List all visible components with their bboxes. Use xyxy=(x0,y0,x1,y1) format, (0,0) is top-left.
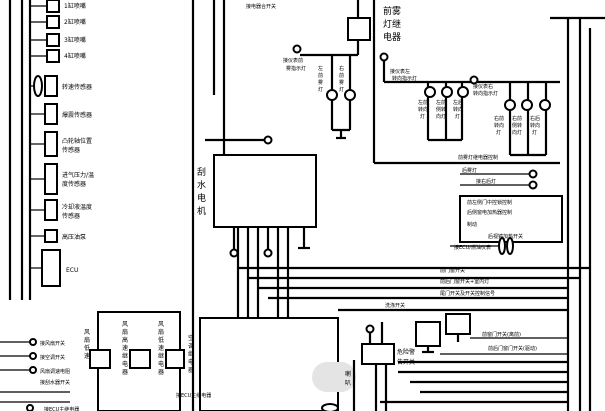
right-connectors: 后雾灯 接右后灯 前左侧门中控锁控制 后侧窗电加热器控制 制动 后视镜加热开关 … xyxy=(450,167,563,255)
wash-switch: 洗涤开关 xyxy=(385,302,405,309)
fan-relay-1-box xyxy=(89,349,111,369)
fan-relay-2-label: 风扇高速继电器 xyxy=(122,321,128,376)
intake-sensor-box xyxy=(44,163,58,195)
lt-rear-turn: 左后转向灯 xyxy=(453,99,463,120)
lt-front-turn: 左前转向灯 xyxy=(418,99,428,120)
injector4-label: 4缸喷嘴 xyxy=(64,52,86,60)
ac-switch-label: 接空调开关 xyxy=(40,354,65,361)
speed-sensor-coil xyxy=(33,75,43,97)
fan-relay-2-box xyxy=(129,349,151,369)
bottom-line-label: 接ECU主继电器 xyxy=(44,406,79,411)
turn-ind-right-1: 接仪表右 xyxy=(473,83,493,90)
coolant-sensor-box xyxy=(44,199,58,221)
highlight-blob xyxy=(312,362,356,392)
door-switch-3: 尾门开关及开关控制信号 xyxy=(440,290,495,297)
hazard-switch-box xyxy=(361,343,395,365)
rt-front-turn: 右前转向灯 xyxy=(494,115,504,136)
window-switch-group: 前窗门开关(离前) 前后门窗门开关(驱动) xyxy=(380,313,568,404)
rear-fog-ctrl: 后视镜加热开关 xyxy=(488,233,523,240)
wiper-motor-group: 刮水电机 xyxy=(197,105,317,258)
cam-sensor-label-1: 凸轮轴位置 xyxy=(62,137,92,145)
hazard-group: 危险警 告开关 喇叭 xyxy=(312,322,415,411)
fog-relay-ctrl: 前雾灯继电器控制 xyxy=(458,154,498,161)
injector1-box xyxy=(46,0,60,13)
intake-sensor-label-1: 进气压力/温 xyxy=(62,171,94,179)
door-switch-1: 前门窗开关 xyxy=(440,267,465,274)
injector2-box xyxy=(46,15,60,29)
fog-right-label: 右前雾灯 xyxy=(339,65,344,93)
front-fog-relay-box xyxy=(347,17,371,41)
speed-sensor-label: 转速传感器 xyxy=(62,83,92,91)
ecu-fuel: 接ECU/燃油仪表 xyxy=(454,244,491,251)
horn-label: 喇叭 xyxy=(345,370,351,387)
rear-fog-right: 接右后灯 xyxy=(476,178,496,185)
turn-ind-right-2: 转向指示灯 xyxy=(473,90,498,97)
window-switch-box-1 xyxy=(415,321,441,347)
fan-resistor-label: 风扇调速电阻 xyxy=(40,368,70,375)
injector3-box xyxy=(46,33,60,47)
window-switch-box-2 xyxy=(445,313,471,335)
left-sensor-column: 1缸喷嘴 2缸喷嘴 3缸喷嘴 4缸喷嘴 转速传感器 爆震传感器 凸轮轴位置 传感… xyxy=(8,0,94,300)
rear-fog-lamp: 后雾灯 xyxy=(462,167,477,174)
front-left-ctrl: 前左侧门中控锁控制 xyxy=(467,199,512,206)
cam-sensor-label-2: 传感器 xyxy=(62,146,80,154)
turn-ind-left-2: 转向指示灯 xyxy=(392,75,417,82)
injector1-label: 1缸喷嘴 xyxy=(64,2,86,10)
wiper-motor-label: 刮水电机 xyxy=(197,166,206,217)
pump-label: 高压油泵 xyxy=(62,233,86,241)
knock-sensor-label: 爆震传感器 xyxy=(62,111,92,119)
fog-left-label: 左前雾灯 xyxy=(318,65,323,93)
rt-side-turn: 右前侧转向灯 xyxy=(512,115,522,136)
coolant-sensor-label-2: 传感器 xyxy=(62,212,80,220)
ecu-main-relay-label: 接ECU主继电器 xyxy=(176,392,211,399)
hazard-label-1: 危险警 xyxy=(397,348,415,356)
coolant-sensor-label-1: 冷却液温度 xyxy=(62,203,92,211)
injector2-label: 2缸喷嘴 xyxy=(64,18,86,26)
wiper-motor-box xyxy=(213,154,317,228)
front-fog-relay-label: 前雾灯继电器 xyxy=(383,5,401,43)
brake-light: 制动 xyxy=(467,221,477,228)
lt-side-turn: 左前侧转向灯 xyxy=(436,99,446,120)
fan-relay-3-label: 风扇低速继电器 xyxy=(158,321,164,376)
ac-relay-box xyxy=(165,349,185,369)
fan-switch-label: 接风扇开关 xyxy=(40,340,65,347)
front-fog-switch-label: 接电器合开关 xyxy=(246,3,276,10)
pump-box xyxy=(44,229,58,243)
turn-ind-left-1: 接仪表左 xyxy=(390,68,410,75)
rt-rear-turn: 右后转向灯 xyxy=(530,115,540,136)
hazard-label-2: 告开关 xyxy=(397,358,415,366)
fan-relay-1-label: 风扇低速 xyxy=(84,329,90,360)
ecu-box xyxy=(41,249,61,287)
cam-sensor-box xyxy=(44,131,58,157)
window-switch-2: 前后门窗门开关(驱动) xyxy=(488,345,537,352)
rear-left-ctrl: 后侧窗电加热器控制 xyxy=(467,209,512,216)
ecu-label: ECU xyxy=(66,267,78,274)
front-fog-group: 接电器合开关 前雾灯继电器 接仪表前 雾指示灯 左前雾灯 右前雾灯 xyxy=(246,0,401,140)
knock-sensor-box xyxy=(44,103,58,125)
turn-signal-group: 接仪表左 转向指示灯 接仪表右 转向指示灯 左前转向灯 左前侧转向灯 左后转向灯… xyxy=(379,52,560,161)
fan-relay-group: 风扇低速 风扇高速继电器 风扇低速继电器 空调继电器 接风扇开关 接空调开关 风… xyxy=(0,311,211,411)
central-controller: 前门窗开关 前后门窗开关+室内灯 尾门开关及开关控制信号 洗涤开关 xyxy=(199,227,590,411)
injector4-box xyxy=(46,49,60,63)
window-switch: 前窗门开关(离前) xyxy=(482,331,521,338)
main-wires xyxy=(191,0,605,411)
speed-sensor-box xyxy=(44,75,58,97)
central-controller-box xyxy=(199,317,339,411)
injector3-label: 3缸喷嘴 xyxy=(64,36,86,44)
intake-sensor-label-2: 度传感器 xyxy=(62,180,86,188)
ac-relay-label: 空调继电器 xyxy=(188,334,194,374)
fog-ind-2: 雾指示灯 xyxy=(286,65,306,72)
fog-ind-1: 接仪表前 xyxy=(283,57,303,64)
wiper-switch-label: 接刮水器开关 xyxy=(40,379,70,386)
door-switch-2: 前后门窗开关+室内灯 xyxy=(440,278,489,285)
